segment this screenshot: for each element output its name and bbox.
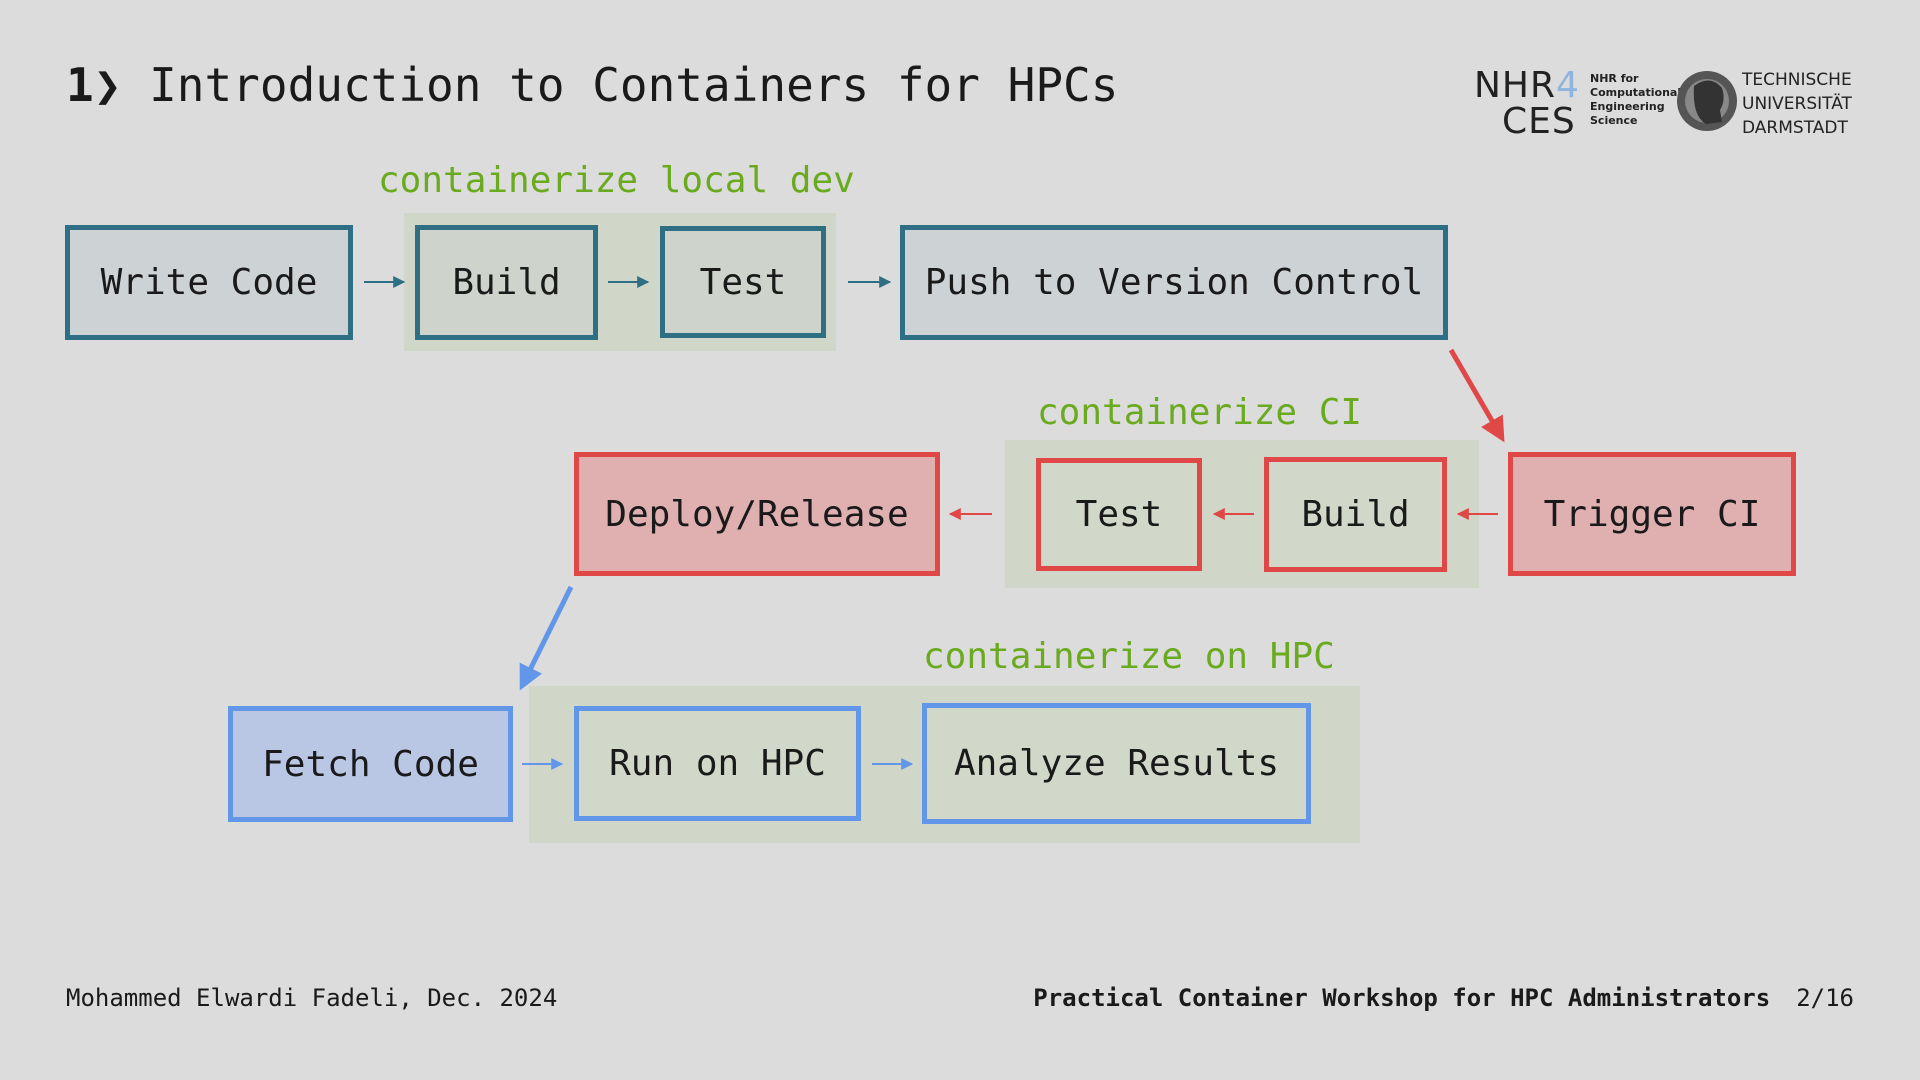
label-containerize-local-dev: containerize local dev — [378, 160, 855, 201]
page-number: 2/16 — [1796, 984, 1854, 1012]
analyze-results-box: Analyze Results — [922, 703, 1311, 824]
footer-author: Mohammed Elwardi Fadeli, Dec. 2024 — [66, 984, 558, 1012]
trigger-ci-box: Trigger CI — [1508, 452, 1796, 576]
label-containerize-on-hpc: containerize on HPC — [923, 636, 1335, 677]
write-code-box: Write Code — [65, 225, 353, 340]
fetch-code-box: Fetch Code — [228, 706, 513, 822]
arrow-deploy-to-fetch — [519, 585, 574, 691]
nhr-sub-line: Science — [1590, 114, 1638, 127]
nhr-logo-top: NHR4 — [1474, 68, 1580, 104]
run-on-hpc-box: Run on HPC — [574, 706, 861, 821]
nhr-text: NHR — [1474, 65, 1557, 106]
test-box-ci: Test — [1036, 458, 1202, 571]
title-number: 1❯ — [66, 58, 122, 112]
tu-line: UNIVERSITÄT — [1742, 94, 1852, 114]
nhr-sub-line: NHR for — [1590, 72, 1639, 85]
deploy-release-box: Deploy/Release — [574, 452, 940, 576]
nhr-four: 4 — [1556, 65, 1580, 106]
tu-line: TECHNISCHE — [1742, 70, 1852, 90]
footer-event: Practical Container Workshop for HPC Adm… — [1033, 984, 1854, 1012]
push-version-control-box: Push to Version Control — [900, 225, 1448, 340]
title-text: Introduction to Containers for HPCs — [149, 58, 1119, 112]
nhr-sub-line: Engineering — [1590, 100, 1665, 113]
test-box-local: Test — [660, 226, 826, 338]
footer-event-title: Practical Container Workshop for HPC Adm… — [1033, 984, 1771, 1012]
build-box-local: Build — [415, 225, 598, 340]
nhr-logo-bottom: CES — [1502, 101, 1576, 142]
institution-logo: NHR4 CES NHR for Computational Engineeri… — [1474, 64, 1854, 140]
tu-darmstadt-text: TECHNISCHE UNIVERSITÄT DARMSTADT — [1742, 68, 1852, 140]
nhr-sub-line: Computational — [1590, 86, 1682, 99]
nhr-subtitle: NHR for Computational Engineering Scienc… — [1590, 72, 1681, 128]
build-box-ci: Build — [1264, 457, 1447, 572]
tu-line: DARMSTADT — [1742, 118, 1848, 138]
label-containerize-ci: containerize CI — [1037, 392, 1363, 433]
slide-title: 1❯ Introduction to Containers for HPCs — [66, 58, 1118, 112]
arrow-push-to-trigger — [1448, 348, 1505, 443]
athena-head-icon — [1677, 71, 1737, 131]
